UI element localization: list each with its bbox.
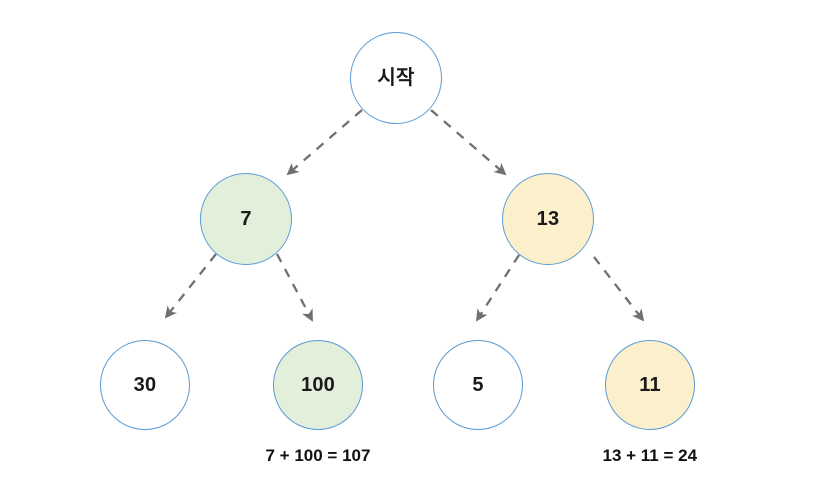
node-13[interactable]: 13	[502, 173, 594, 265]
edge-root-to-13	[430, 109, 507, 176]
node-30[interactable]: 30	[100, 340, 190, 430]
node-11-label: 11	[639, 374, 661, 396]
edge-13-to-5	[475, 254, 520, 322]
node-5-label: 5	[472, 374, 484, 396]
edge-root-to-7	[286, 109, 363, 176]
node-13-label: 13	[536, 208, 560, 230]
node-30-label: 30	[133, 374, 157, 396]
edge-7-to-30	[164, 253, 217, 319]
node-root-label: 시작	[377, 67, 415, 89]
caption-left-sum: 7 + 100 = 107	[265, 446, 371, 465]
caption-right-sum: 13 + 11 = 24	[602, 446, 698, 465]
node-100[interactable]: 100	[273, 340, 363, 430]
node-5[interactable]: 5	[433, 340, 523, 430]
node-root[interactable]: 시작	[350, 32, 442, 124]
node-7-label: 7	[240, 208, 252, 230]
node-100-label: 100	[301, 374, 335, 396]
node-7[interactable]: 7	[200, 173, 292, 265]
edge-7-to-100	[275, 253, 314, 322]
node-11[interactable]: 11	[605, 340, 695, 430]
edge-13-to-11	[593, 256, 645, 322]
